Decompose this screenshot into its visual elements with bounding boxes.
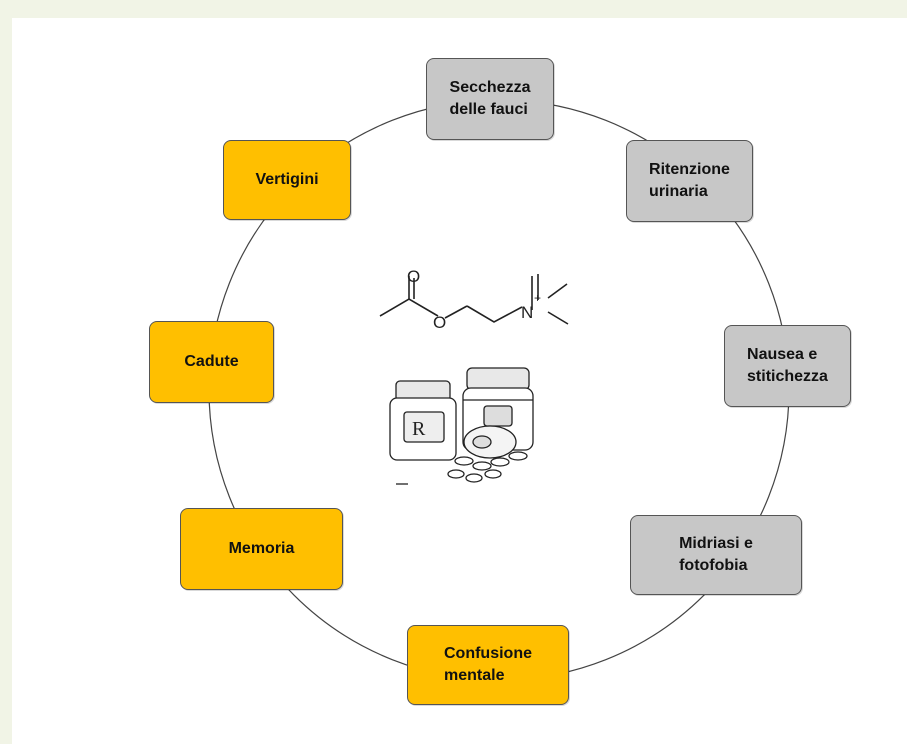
- box-vertigini: Vertigini: [223, 140, 351, 220]
- box-midriasi-e-fotofobia: Midriasi e fotofobia: [630, 515, 802, 595]
- box-cadute: Cadute: [149, 321, 274, 403]
- carbonyl-oxygen-label: O: [407, 267, 420, 286]
- diagram-canvas: O O N + R Secch: [12, 18, 907, 744]
- box-secchezza-delle-fauci: Secchezza delle fauci: [426, 58, 554, 140]
- center-art: O O N + R: [379, 267, 569, 485]
- acetylcholine-structure-icon: [379, 274, 569, 325]
- charge-label: +: [534, 291, 541, 305]
- box-nausea-e-stitichezza: Nausea e stitichezza: [724, 325, 851, 407]
- box-confusione-mentale: Confusione mentale: [407, 625, 569, 705]
- box-ritenzione-urinaria: Ritenzione urinaria: [626, 140, 753, 222]
- box-memoria: Memoria: [180, 508, 343, 590]
- svg-text:R: R: [412, 418, 426, 440]
- pill-bottles-icon: R: [389, 367, 534, 485]
- ester-oxygen-label: O: [433, 313, 446, 332]
- nitrogen-label: N: [521, 303, 533, 322]
